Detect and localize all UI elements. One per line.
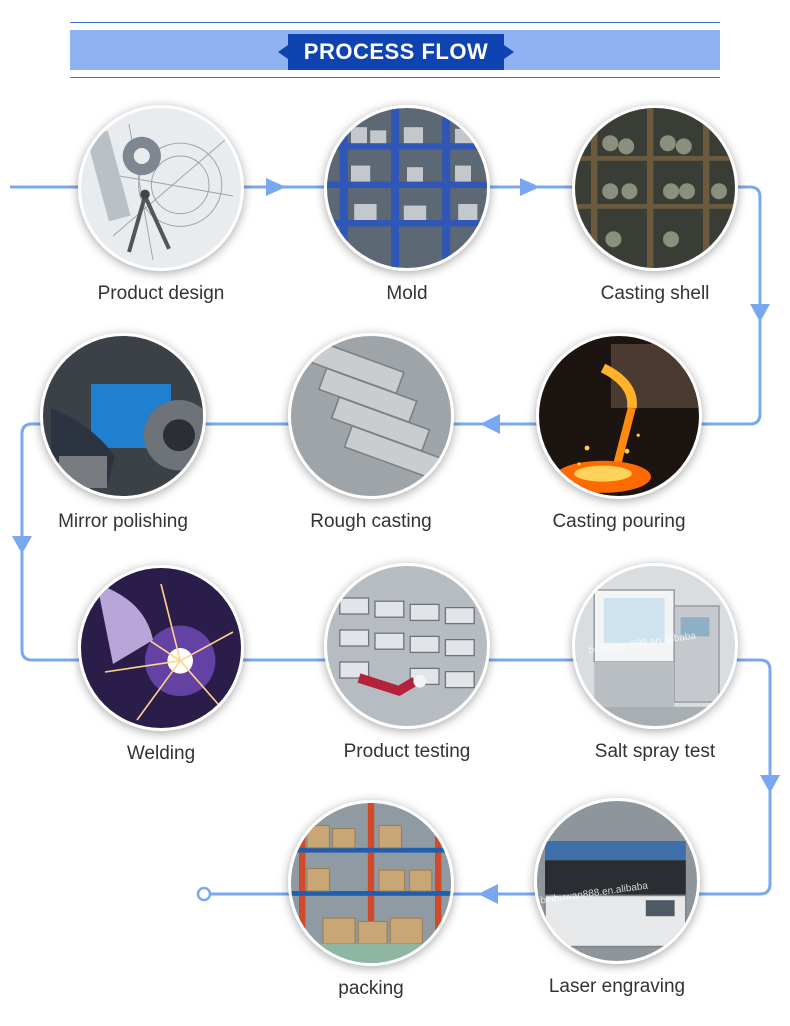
mold-rack-icon [324,105,490,271]
arrow-down-icon [12,536,32,554]
molten-metal-icon [536,333,702,499]
warehouse-boxes-icon [288,800,454,966]
step-label: Laser engraving [548,976,686,997]
arrow-left-icon [478,884,498,904]
step-label: packing [338,978,404,999]
step-label: Product testing [343,741,471,762]
step-welding: Welding [76,565,246,775]
arrow-left-icon [480,414,500,434]
laser-machine-icon [534,798,700,964]
banner-title: PROCESS FLOW [278,34,514,70]
step-mirror-polishing: Mirror polishing [38,333,208,543]
step-packing: packing [286,800,456,1010]
arrow-down-icon [760,775,780,793]
step-label: Casting shell [600,283,710,304]
arrow-right-icon [520,178,540,196]
step-label: Rough casting [310,511,432,532]
flow-end-node [196,886,212,902]
shell-rack-icon [572,105,738,271]
banner-top-rule [70,22,720,23]
step-label: Welding [126,743,196,764]
inspection-table-icon [324,563,490,729]
step-casting-pouring: Casting pouring [534,333,704,543]
step-label: Mold [386,283,428,304]
step-label: Salt spray test [594,741,716,762]
step-label: Product design [97,283,225,304]
banner-bottom-rule [70,77,720,78]
step-label: Casting pouring [552,511,686,532]
step-salt-spray-test: Salt spray test [570,563,740,773]
step-label: Mirror polishing [58,511,188,532]
arrow-right-icon [266,178,286,196]
polishing-wheel-icon [40,333,206,499]
step-product-testing: Product testing [322,563,492,773]
step-mold: Mold [322,105,492,315]
rough-casting-icon [288,333,454,499]
step-rough-casting: Rough casting [286,333,456,543]
drafting-sketch-icon [78,105,244,271]
step-laser-engraving: Laser engraving [532,798,702,1008]
step-product-design: Product design [76,105,246,315]
welding-spark-icon [78,565,244,731]
arrow-down-icon [750,304,770,322]
process-flow-banner: PROCESS FLOW [70,22,720,80]
step-casting-shell: Casting shell [570,105,740,315]
